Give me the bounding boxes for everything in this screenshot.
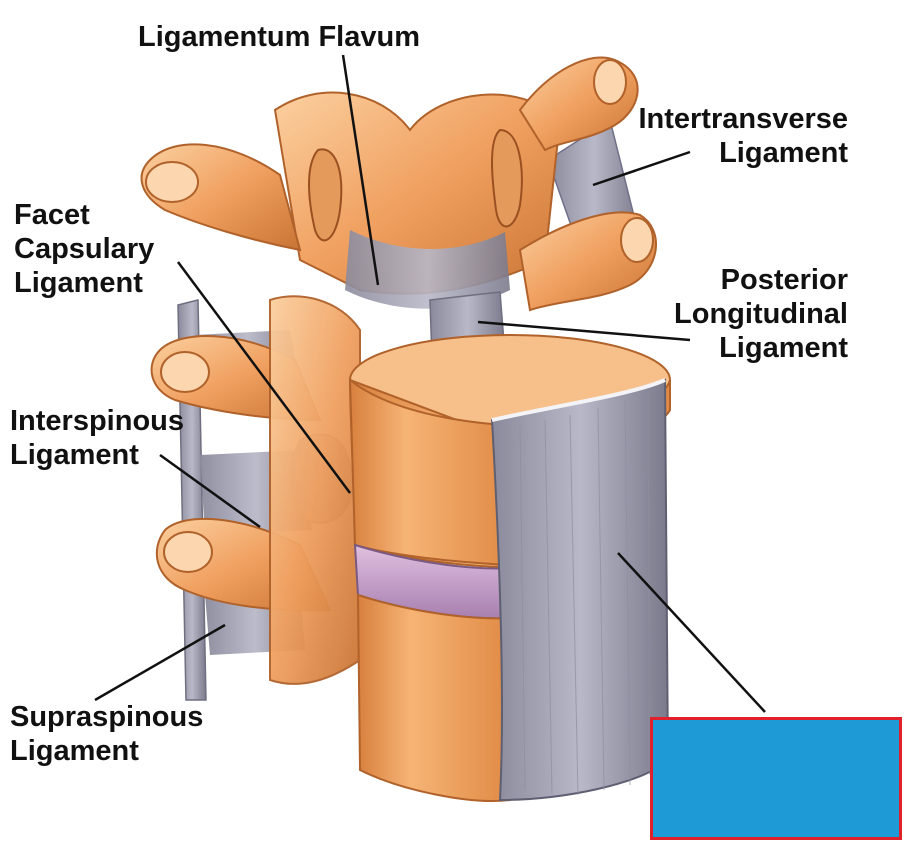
label-facet-capsulary-ligament: Facet Capsulary Ligament [14, 199, 155, 299]
leader-posterior-longitudinal [477, 320, 691, 342]
facet-right [491, 128, 523, 228]
lower-vertebral-body [356, 593, 511, 802]
leader-facet-capsular [176, 261, 352, 494]
label-intertransverse-ligament: Intertransverse Ligament [638, 103, 848, 169]
anterior-longitudinal-ligament [490, 378, 670, 802]
label-interspinous-ligament: Interspinous Ligament [10, 405, 185, 471]
leader-anterior [617, 552, 766, 713]
leader-supraspinous [94, 623, 226, 702]
label-cover-box [650, 717, 902, 840]
label-ligamentum-flavum: Ligamentum Flavum [138, 21, 420, 53]
label-posterior-longitudinal-ligament: Posterior Longitudinal Ligament [674, 264, 848, 364]
leader-ligamentum-flavum [341, 54, 380, 286]
label-supraspinous-ligament: Supraspinous Ligament [10, 701, 204, 767]
facet-left [308, 148, 343, 242]
leader-intertransverse [592, 150, 691, 187]
leader-interspinous [159, 453, 261, 529]
leader-lines [94, 54, 766, 713]
ligamentum-flavum [345, 230, 510, 309]
